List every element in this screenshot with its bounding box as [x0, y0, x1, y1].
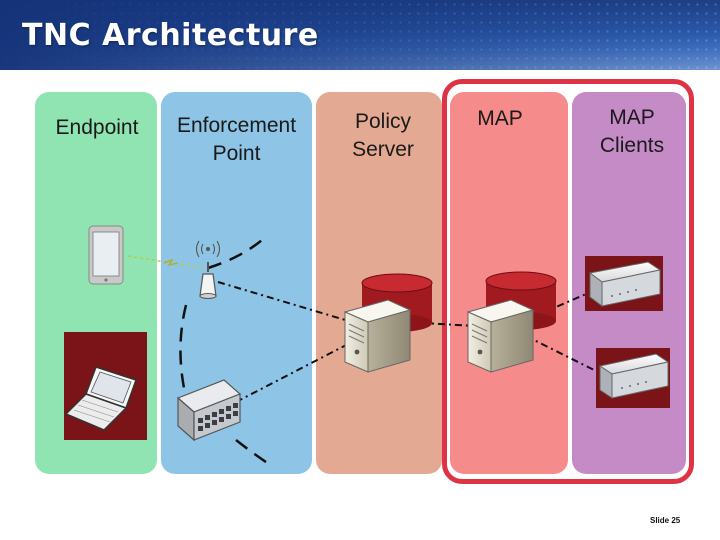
wireless-bolt — [163, 258, 179, 267]
link-ap-policy — [217, 281, 353, 323]
laptop-icon — [64, 332, 147, 440]
tablet-icon — [88, 225, 124, 285]
link-map-client-bottom — [525, 335, 607, 377]
map-group-outline — [442, 79, 694, 484]
policy-server-label: Policy Server — [352, 110, 414, 161]
map-server-icon — [466, 271, 557, 373]
map-client-appliance-icon — [585, 256, 663, 311]
link-switch-policy — [235, 341, 353, 403]
slide-title: TNC Architecture — [22, 18, 319, 53]
enforcement-point-label: Enforcement Point — [176, 114, 297, 165]
enforcement-dashed-path — [179, 239, 273, 468]
map-clients-label: MAP Clients — [599, 106, 665, 157]
map-label: MAP — [477, 107, 523, 130]
link-map-client-top — [525, 287, 601, 321]
wireless-access-point-icon — [195, 240, 221, 299]
title-bar: TNC Architecture — [0, 0, 720, 70]
policy-server-icon — [343, 273, 433, 373]
network-switch-icon — [176, 379, 242, 442]
slide-number: Slide 25 — [650, 516, 681, 525]
endpoint-label: Endpoint — [55, 116, 139, 139]
map-client-appliance-icon — [596, 348, 670, 408]
header-gradient — [0, 0, 720, 70]
